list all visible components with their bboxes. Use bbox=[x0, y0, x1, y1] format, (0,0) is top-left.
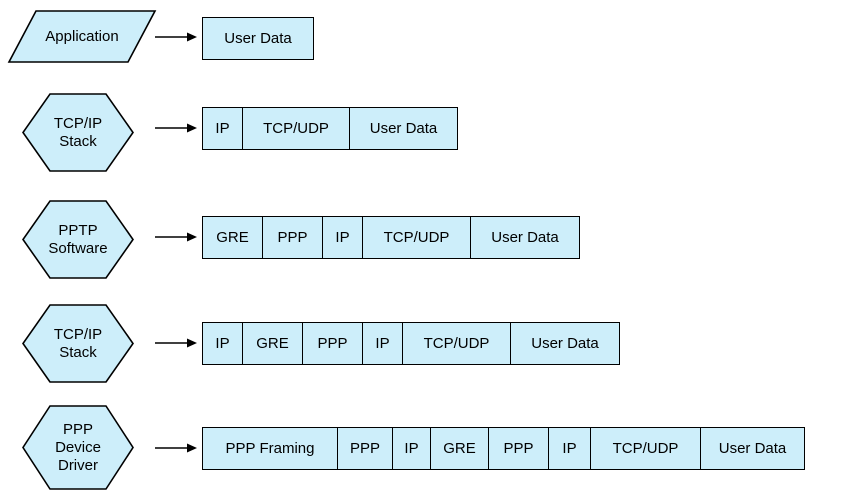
packet-segment[interactable]: PPP bbox=[338, 428, 393, 469]
packet-segment[interactable]: TCP/UDP bbox=[363, 217, 471, 258]
right-arrow-icon bbox=[155, 123, 197, 133]
flow-arrow-application bbox=[155, 31, 199, 43]
packet-segment[interactable]: IP bbox=[393, 428, 431, 469]
packet-segment[interactable]: User Data bbox=[701, 428, 804, 469]
packet-segment[interactable]: User Data bbox=[203, 18, 313, 59]
packet-segment[interactable]: IP bbox=[203, 108, 243, 149]
packet-segment[interactable]: IP bbox=[549, 428, 591, 469]
parallelogram-shape-icon bbox=[7, 10, 157, 63]
stage-shape-pptp-software[interactable]: PPTP Software bbox=[22, 200, 134, 279]
packet-segment[interactable]: IP bbox=[363, 323, 403, 364]
packet-segment[interactable]: GRE bbox=[203, 217, 263, 258]
packet-segment[interactable]: User Data bbox=[471, 217, 579, 258]
hexagon-shape-icon bbox=[22, 93, 134, 172]
stage-shape-tcp-ip-stack-lower[interactable]: TCP/IP Stack bbox=[22, 304, 134, 383]
packet-segment[interactable]: PPP Framing bbox=[203, 428, 338, 469]
right-arrow-icon bbox=[155, 338, 197, 348]
packet-bar-tcp-ip-stack-lower: IP GRE PPP IP TCP/UDP User Data bbox=[202, 322, 620, 365]
hexagon-shape-icon bbox=[22, 200, 134, 279]
packet-segment[interactable]: PPP bbox=[489, 428, 549, 469]
hexagon-shape-icon bbox=[22, 304, 134, 383]
packet-segment[interactable]: GRE bbox=[243, 323, 303, 364]
right-arrow-icon bbox=[155, 32, 197, 42]
flow-arrow-tcp-ip-stack-upper bbox=[155, 122, 199, 134]
packet-bar-ppp-device-driver: PPP Framing PPP IP GRE PPP IP TCP/UDP Us… bbox=[202, 427, 805, 470]
packet-segment[interactable]: IP bbox=[203, 323, 243, 364]
right-arrow-icon bbox=[155, 443, 197, 453]
packet-segment[interactable]: TCP/UDP bbox=[243, 108, 350, 149]
packet-segment[interactable]: IP bbox=[323, 217, 363, 258]
packet-bar-pptp-software: GRE PPP IP TCP/UDP User Data bbox=[202, 216, 580, 259]
stage-shape-application[interactable]: Application bbox=[7, 10, 157, 63]
packet-segment[interactable]: TCP/UDP bbox=[591, 428, 701, 469]
packet-segment[interactable]: User Data bbox=[350, 108, 457, 149]
packet-bar-application: User Data bbox=[202, 17, 314, 60]
packet-segment[interactable]: PPP bbox=[263, 217, 323, 258]
stage-shape-tcp-ip-stack-upper[interactable]: TCP/IP Stack bbox=[22, 93, 134, 172]
flow-arrow-pptp-software bbox=[155, 231, 199, 243]
packet-segment[interactable]: TCP/UDP bbox=[403, 323, 511, 364]
stage-shape-ppp-device-driver[interactable]: PPP Device Driver bbox=[22, 405, 134, 490]
hexagon-shape-icon bbox=[22, 405, 134, 490]
packet-segment[interactable]: PPP bbox=[303, 323, 363, 364]
flow-arrow-tcp-ip-stack-lower bbox=[155, 337, 199, 349]
packet-segment[interactable]: User Data bbox=[511, 323, 619, 364]
packet-segment[interactable]: GRE bbox=[431, 428, 489, 469]
packet-bar-tcp-ip-stack-upper: IP TCP/UDP User Data bbox=[202, 107, 458, 150]
flow-arrow-ppp-device-driver bbox=[155, 442, 199, 454]
right-arrow-icon bbox=[155, 232, 197, 242]
